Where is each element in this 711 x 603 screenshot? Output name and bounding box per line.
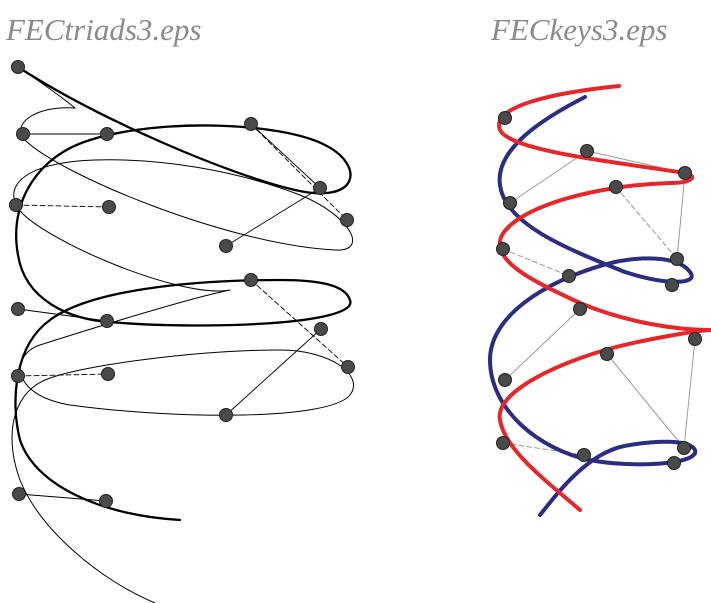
node-dot: [580, 144, 594, 158]
node-dot: [219, 239, 233, 253]
node-dot: [99, 494, 113, 508]
figure-title-feckeys3: FECkeys3.eps: [491, 12, 668, 47]
node-dot: [600, 347, 614, 361]
node-dot: [678, 166, 692, 180]
keys-helix-figure: [488, 84, 711, 517]
thick-spiral-path: [14, 65, 352, 522]
node-dot: [577, 448, 591, 462]
node-dot: [498, 111, 512, 125]
node-dot: [503, 196, 517, 210]
node-dot: [340, 213, 354, 227]
node-dot: [562, 269, 576, 283]
dashed-connector-line: [15, 204, 110, 208]
node-dot: [12, 487, 26, 501]
node-dot: [677, 441, 691, 455]
node-dot: [314, 322, 328, 336]
node-dot: [102, 200, 116, 214]
dashed-connector-line: [17, 373, 109, 377]
node-dot: [11, 302, 25, 316]
gray-connector-line: [676, 172, 686, 260]
node-dot: [496, 436, 510, 450]
node-dot: [667, 456, 681, 470]
node-dot: [670, 252, 684, 266]
connector-line: [18, 493, 107, 502]
node-dot: [688, 332, 702, 346]
node-dot: [16, 127, 30, 141]
gray-connector-line: [509, 150, 588, 204]
node-dot: [9, 198, 23, 212]
connector-line: [225, 328, 322, 416]
node-dot: [609, 180, 623, 194]
gray-connector-line: [606, 353, 685, 449]
gray-connector-line: [504, 308, 581, 381]
node-dot: [11, 369, 25, 383]
node-dot: [665, 278, 679, 292]
gray-dashed-connector-line: [502, 248, 570, 277]
node-dot: [573, 302, 587, 316]
thin-spiral-path: [11, 66, 354, 603]
node-dot: [496, 242, 510, 256]
connector-line: [17, 308, 108, 322]
dashed-connector-line: [250, 123, 348, 221]
connector-line: [225, 187, 321, 247]
node-dot: [100, 314, 114, 328]
node-dot: [244, 117, 258, 131]
dashed-connector-line: [250, 279, 349, 368]
figure-title-fectriads3: FECtriads3.eps: [6, 12, 202, 47]
gray-dashed-connector-line: [615, 186, 678, 260]
node-dot: [498, 373, 512, 387]
connector-line: [250, 123, 321, 189]
gray-connector-line: [683, 338, 696, 449]
node-dot: [313, 181, 327, 195]
triads-spiral-figure: [9, 60, 355, 603]
node-dot: [11, 60, 25, 74]
node-dot: [341, 360, 355, 374]
node-dot: [101, 367, 115, 381]
node-dot: [244, 273, 258, 287]
node-dot: [219, 408, 233, 422]
red-helix-path: [497, 84, 711, 512]
node-dot: [100, 127, 114, 141]
